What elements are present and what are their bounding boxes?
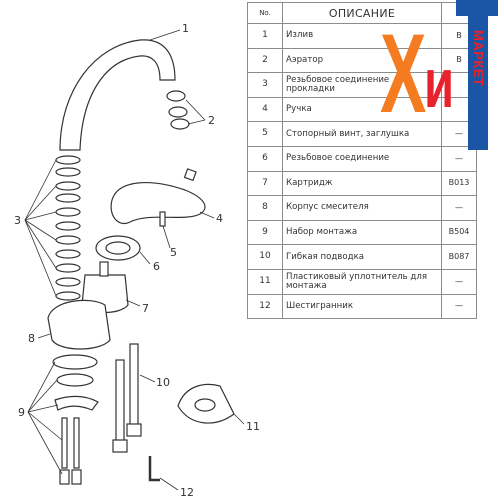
row-code: B013	[441, 170, 477, 197]
row-desc: Пластиковый уплотнитель для монтажа	[282, 268, 442, 295]
handle-part	[110, 181, 206, 224]
callout-2: 2	[208, 114, 215, 127]
row-no: 3	[247, 72, 283, 98]
aerator-ring-2	[168, 106, 188, 118]
mixer-body-part	[47, 299, 111, 350]
mounting-ring-2	[56, 373, 94, 387]
row-no: 1	[247, 23, 283, 49]
row-no: 9	[247, 219, 283, 246]
set-screw-part	[159, 211, 166, 227]
row-no: 5	[247, 121, 283, 147]
callout-1: 1	[182, 22, 189, 35]
row-no: 8	[247, 195, 283, 221]
row-no: 4	[247, 96, 283, 123]
hose-2	[129, 343, 139, 427]
brand-subtitle: МАРКЕТ	[471, 30, 486, 87]
spout-part	[59, 39, 176, 151]
nut-2	[71, 469, 82, 485]
aerator-ring-3	[170, 118, 190, 130]
row-desc: Резьбовое соединение прокладки	[282, 72, 442, 98]
row-no: 2	[247, 47, 283, 74]
row-code: B087	[441, 244, 477, 270]
callout-10: 10	[156, 376, 170, 389]
gasket-stack	[55, 155, 81, 301]
callout-3: 3	[14, 214, 21, 227]
brand-letter-i: и	[424, 44, 455, 122]
brand-logo: Х и	[378, 0, 500, 160]
hose-1	[115, 359, 125, 443]
row-desc: Излив	[282, 23, 442, 49]
row-desc: Набор монтажа	[282, 219, 442, 246]
row-code: —	[441, 293, 477, 320]
callout-9: 9	[18, 406, 25, 419]
table-header-row: No. ОПИСАНИЕ	[247, 2, 477, 24]
row-code: B504	[441, 219, 477, 246]
brand-letter-x: Х	[380, 11, 427, 136]
row-no: 12	[247, 293, 283, 320]
row-code: —	[441, 268, 477, 295]
row-desc: Аэратор	[282, 47, 442, 74]
row-no: 11	[247, 268, 283, 295]
callout-7: 7	[142, 302, 149, 315]
row-desc: Шестигранник	[282, 293, 442, 320]
row-desc: Гибкая подводка	[282, 244, 442, 270]
callout-5: 5	[170, 246, 177, 259]
row-desc: Картридж	[282, 170, 442, 197]
mounting-clamp	[54, 395, 99, 411]
row-code: —	[441, 145, 477, 172]
mounting-ring-1	[52, 354, 98, 370]
row-no: 10	[247, 244, 283, 270]
row-no: 7	[247, 170, 283, 197]
brand-t-stem	[468, 0, 488, 150]
brand-letter-t	[456, 0, 498, 150]
header-no: No.	[247, 2, 283, 24]
stud-1	[61, 417, 68, 469]
stud-2	[73, 417, 80, 469]
callout-6: 6	[153, 260, 160, 273]
header-description: ОПИСАНИЕ	[282, 2, 442, 24]
row-desc: Корпус смесителя	[282, 195, 442, 221]
callout-11: 11	[246, 420, 260, 433]
hex-key-part	[148, 456, 160, 482]
plug-part	[183, 168, 197, 182]
callout-12: 12	[180, 486, 194, 499]
aerator-ring-1	[166, 90, 186, 102]
nut-1	[59, 469, 70, 485]
row-code: —	[441, 195, 477, 221]
row-no: 6	[247, 145, 283, 172]
callout-4: 4	[216, 212, 223, 225]
brand-t-bar	[456, 0, 498, 16]
callout-8: 8	[28, 332, 35, 345]
